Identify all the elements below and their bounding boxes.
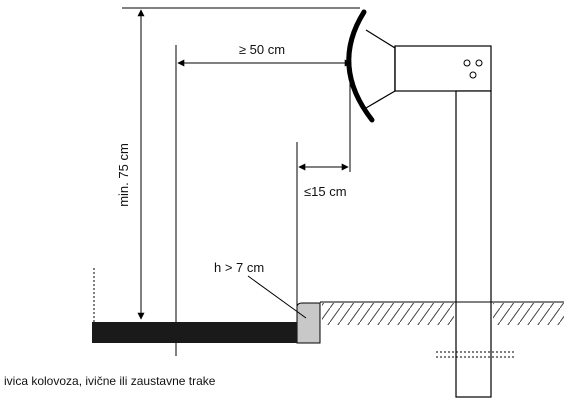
guardrail-post [455,90,492,398]
road-edge-caption: ivica kolovoza, ivične ili zaustavne tra… [4,374,216,388]
bolt-hole [475,59,483,67]
curb-height-label: h > 7 cm [214,260,264,275]
ground-hatch [493,303,564,325]
mounting-bracket [394,45,492,92]
road-surface [92,322,297,343]
min-distance-label: ≥ 50 cm [239,42,285,57]
bolt-hole [463,59,471,67]
curb [296,302,321,344]
curb-height-leader [247,275,307,319]
bolt-hole [469,71,477,79]
ground-hatch [322,303,454,325]
guardrail-blade [346,9,375,123]
max-offset-label: ≤15 cm [304,184,347,199]
min-height-label: min. 75 cm [116,143,131,207]
guardrail-spacer [365,29,396,109]
